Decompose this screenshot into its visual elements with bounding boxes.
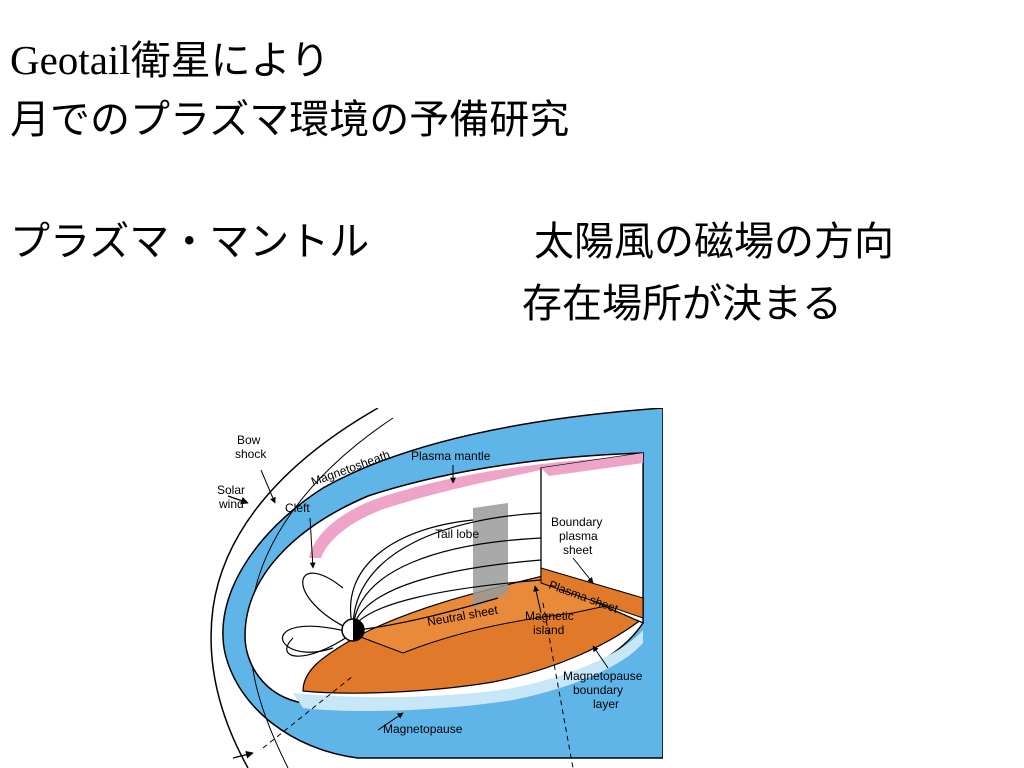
bow-shock-label-2: shock xyxy=(235,447,267,461)
magnetopause-boundary-layer-label-2: boundary xyxy=(573,683,623,697)
title-line-2: 月でのプラズマ環境の予備研究 xyxy=(10,97,570,143)
magnetic-island-label-2: island xyxy=(533,623,564,637)
bow-shock-curve xyxy=(210,408,379,768)
grey-cross-section-plane xyxy=(473,503,508,608)
plasma-mantle-band xyxy=(309,456,643,558)
cross-section-mantle xyxy=(541,453,643,476)
magnetopause-label: Magnetopause xyxy=(383,722,463,736)
magnetosphere-diagram: Bow shock Solar wind Magnetosheath Plasm… xyxy=(153,408,663,768)
magnetopause-boundary-layer-label: Magnetopause xyxy=(563,669,643,683)
magnetopause-boundary-layer-label-3: layer xyxy=(593,697,619,711)
magnetic-island-label: Magnetic xyxy=(525,609,574,623)
solar-wind-label: Solar xyxy=(217,483,245,497)
dashed-axis-line-right xyxy=(542,602,574,768)
plasma-mantle-heading: プラズマ・マントル xyxy=(10,219,370,265)
title-line-1: Geotail衛星により xyxy=(10,36,330,85)
plasma-mantle-label: Plasma mantle xyxy=(411,449,491,463)
solar-wind-label-2: wind xyxy=(218,497,244,511)
location-determined-text: 存在場所が決まる xyxy=(522,281,842,327)
boundary-plasma-sheet-label: Boundary xyxy=(551,515,602,529)
title-japanese-part: 衛星により xyxy=(130,38,330,84)
cleft-label: Cleft xyxy=(285,501,310,515)
cross-section-plasma xyxy=(540,567,644,619)
solar-wind-arrow xyxy=(227,495,249,505)
boundary-plasma-sheet-label-2: plasma xyxy=(559,529,598,543)
field-lines xyxy=(281,512,542,657)
solar-wind-field-direction-text: 太陽風の磁場の方向 xyxy=(534,219,894,265)
bow-shock-label: Bow xyxy=(237,433,261,447)
tail-lobe-label: Tail lobe xyxy=(435,527,479,541)
solar-wind-arrow-bottom xyxy=(232,750,254,759)
boundary-layer-strip xyxy=(293,630,643,712)
title-latin-part: Geotail xyxy=(10,37,131,83)
dashed-axis-line xyxy=(262,675,354,749)
boundary-plasma-sheet-label-3: sheet xyxy=(563,543,593,557)
